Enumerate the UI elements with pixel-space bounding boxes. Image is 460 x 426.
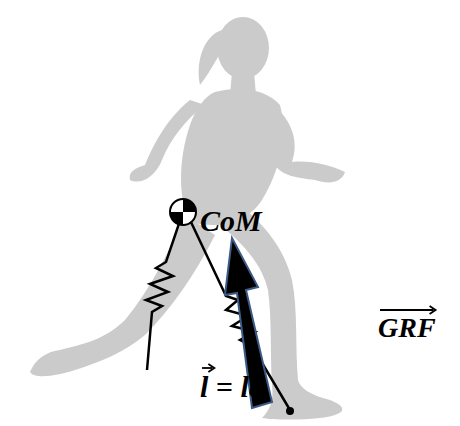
spring-leg bbox=[146, 212, 290, 410]
runner-silhouette bbox=[30, 17, 345, 420]
foot-contact-dot bbox=[286, 407, 294, 415]
com-label: CoM bbox=[200, 206, 262, 236]
length-label: l = le bbox=[200, 372, 262, 402]
grf-label: GRF bbox=[378, 314, 436, 342]
com-symbol bbox=[170, 199, 196, 225]
